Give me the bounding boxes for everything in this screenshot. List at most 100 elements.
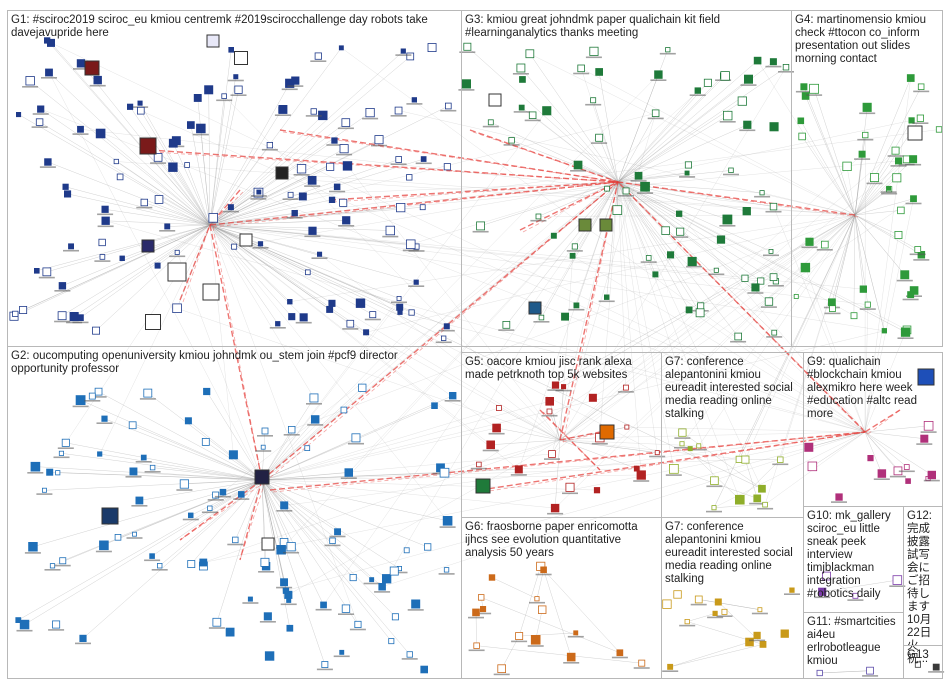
edge (864, 431, 925, 439)
graph-node (92, 326, 100, 335)
graph-node (403, 547, 410, 554)
edge (209, 224, 448, 521)
graph-node (565, 482, 575, 492)
edge (139, 479, 263, 501)
graph-hub-node (145, 314, 161, 330)
graph-node (473, 642, 480, 649)
graph-node (296, 164, 307, 174)
graph-hub-node (141, 239, 155, 253)
node-caption-mark (201, 511, 218, 514)
graph-node (168, 162, 178, 172)
graph-node (310, 108, 317, 115)
group-label-g1: G1: #sciroc2019 sciroc_eu kmiou centremk… (11, 14, 428, 39)
node-caption-mark (535, 573, 552, 576)
node-caption-mark (72, 321, 89, 324)
node-caption-mark (408, 285, 425, 287)
edge (209, 224, 762, 489)
edge (687, 613, 716, 622)
graph-node (97, 451, 103, 457)
edge (261, 479, 338, 532)
node-caption-mark (329, 535, 346, 538)
graph-node (344, 468, 353, 477)
edge (538, 214, 856, 217)
graph-node (800, 83, 808, 91)
edge (18, 114, 211, 226)
group-panel-g6: G6: fraosborne paper enricomotta ijhcs s… (461, 517, 662, 679)
graph-node (910, 195, 917, 203)
node-caption-mark (902, 298, 919, 301)
edge (13, 224, 211, 317)
edge (50, 42, 866, 433)
edge (617, 181, 674, 469)
edge (543, 569, 572, 658)
edge (188, 420, 263, 481)
graph-node (530, 635, 541, 645)
graph-node (807, 461, 818, 472)
edge (757, 60, 856, 216)
edge (606, 181, 619, 298)
graph-node (687, 446, 693, 452)
graph-node (852, 592, 859, 599)
graph-node (339, 144, 349, 154)
node-caption-mark (95, 550, 112, 553)
edge (555, 214, 856, 386)
nodes-layer (9, 34, 945, 677)
graph-node (886, 185, 891, 191)
node-caption-mark (923, 479, 940, 482)
edge (549, 401, 561, 441)
graph-node (573, 630, 579, 636)
graph-node (769, 122, 779, 132)
edge (617, 181, 854, 316)
node-caption-mark (916, 443, 933, 445)
node-caption-mark (139, 398, 156, 400)
edge (559, 387, 627, 441)
node-caption-mark (63, 249, 79, 252)
graph-node (588, 393, 597, 402)
graph-node (818, 587, 827, 596)
graph-node (136, 106, 145, 115)
edge (105, 209, 211, 226)
edge (132, 424, 263, 481)
graph-node (789, 587, 795, 593)
edge (173, 143, 211, 226)
edge (386, 181, 619, 579)
edge (617, 181, 756, 288)
node-caption-mark (24, 552, 41, 554)
edge (73, 224, 211, 317)
node-caption-mark (767, 285, 784, 287)
graph-node (413, 279, 419, 285)
node-caption-mark (763, 254, 779, 257)
graph-node (37, 105, 45, 113)
node-caption-mark (415, 162, 432, 165)
edge (209, 224, 373, 315)
graph-node (257, 241, 264, 247)
graph-node (149, 464, 156, 471)
graph-node (320, 601, 327, 609)
node-caption-mark (259, 621, 276, 623)
graph-node (684, 161, 692, 169)
graph-node (716, 235, 726, 244)
edge (39, 121, 211, 226)
edge (617, 60, 758, 183)
graph-node (282, 587, 290, 594)
edge (209, 206, 423, 226)
edge (831, 214, 856, 303)
graph-node (58, 450, 64, 456)
graph-node (406, 651, 413, 658)
node-caption-mark (880, 191, 897, 193)
node-caption-mark (250, 198, 267, 200)
node-caption-mark (862, 675, 879, 677)
graph-node (864, 301, 871, 308)
node-caption-mark (570, 170, 587, 172)
edge (348, 181, 619, 473)
edge (209, 224, 315, 399)
graph-node (508, 137, 515, 144)
graph-node (12, 310, 19, 318)
edge (234, 181, 619, 247)
node-caption-mark (784, 593, 800, 595)
node-caption-mark (22, 86, 39, 88)
graph-node (341, 118, 351, 127)
edge (208, 89, 211, 226)
edge (239, 479, 263, 561)
node-caption-mark (806, 94, 823, 96)
